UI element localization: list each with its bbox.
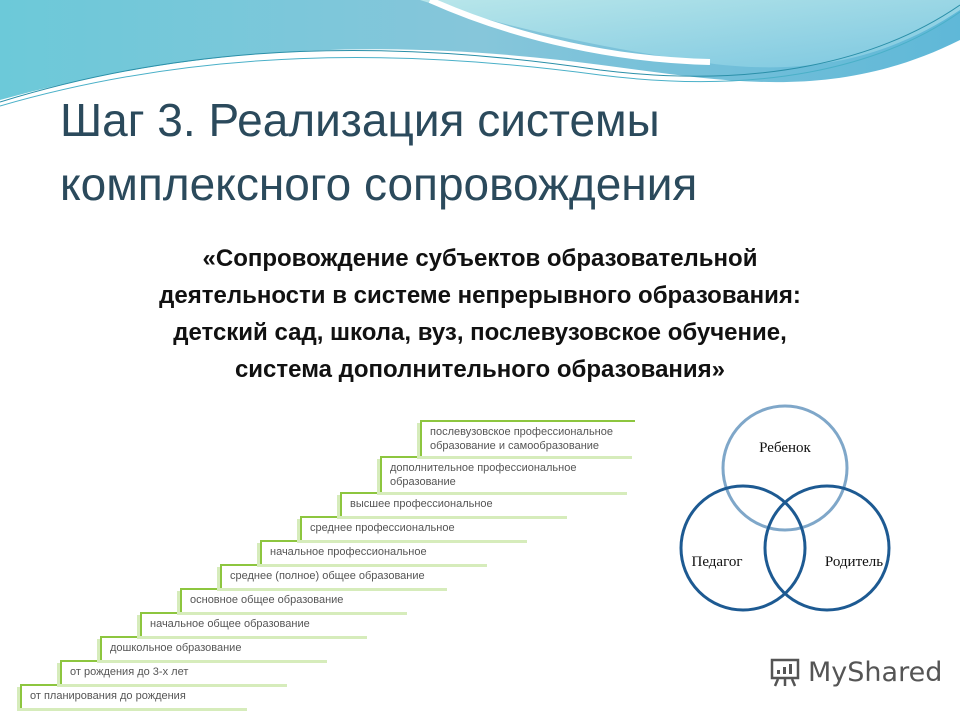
step-label: общее образование — [322, 570, 425, 582]
step-label: от рождения — [70, 666, 135, 678]
watermark: MyShared — [768, 655, 942, 689]
stair-step: дошкольное образование — [100, 636, 330, 660]
step-label: профессиональное — [327, 546, 427, 558]
step-label: начальное — [270, 546, 325, 558]
stair-step: высшее профессиональное — [340, 492, 570, 516]
step-label: дошкольное — [110, 642, 173, 654]
step-label: до 3-х лет — [137, 666, 189, 678]
step-label: дополнительное — [390, 462, 475, 474]
step-label: образование — [277, 594, 344, 606]
watermark-text: MyShared — [808, 656, 943, 688]
slide-title: Шаг 3. Реализация системы комплексного с… — [60, 94, 698, 210]
quote-line: «Сопровождение субъектов образовательной — [202, 245, 758, 272]
presentation-board-icon — [770, 658, 800, 687]
stair-step: начальное профессиональное — [260, 540, 490, 564]
label-parent: Родитель — [825, 554, 883, 570]
step-label: профессиональное — [393, 498, 493, 510]
quote-line: система дополнительного образования» — [234, 356, 726, 383]
step-label: от планирования — [30, 690, 117, 702]
stair-step: от рождения до 3-х лет — [60, 660, 290, 684]
circle-teacher — [679, 484, 807, 612]
step-label: основное общее — [190, 594, 275, 606]
slide-quote: «Сопровождение субъектов образовательной… — [60, 240, 900, 388]
step-label: образование — [430, 440, 496, 452]
quote-line: деятельности в системе непрерывного обра… — [159, 282, 801, 309]
label-teacher: Педагог — [691, 554, 742, 570]
step-label: профессиональное — [355, 522, 455, 534]
step-label: высшее — [350, 498, 391, 510]
stair-step: от планирования до рождения — [20, 684, 250, 708]
step-label: профессиональное — [513, 426, 613, 438]
step-label: образование — [175, 642, 242, 654]
step-label: образование — [243, 618, 310, 630]
step-label: среднее (полное) — [230, 570, 320, 582]
stair-step: дополнительное профессиональное образова… — [380, 456, 630, 492]
stair-step: послевузовское профессиональное образова… — [420, 420, 635, 456]
step-label: профессиональное — [477, 462, 577, 474]
stair-step: среднее профессиональное — [300, 516, 530, 540]
quote-line: детский сад, школа, вуз, послевузовское … — [173, 319, 787, 346]
step-label: послевузовское — [430, 426, 511, 438]
step-label: и самообразование — [498, 440, 600, 452]
stair-step: начальное общее образование — [140, 612, 370, 636]
step-label: среднее — [310, 522, 353, 534]
circle-child — [721, 404, 849, 532]
stair-step: основное общее образование — [180, 588, 410, 612]
circle-parent — [763, 484, 891, 612]
step-label: до рождения — [120, 690, 186, 702]
step-label: образование — [390, 476, 456, 488]
stair-step: среднее (полное) общее образование — [220, 564, 450, 588]
step-label: начальное общее — [150, 618, 241, 630]
label-child: Ребенок — [759, 440, 811, 456]
